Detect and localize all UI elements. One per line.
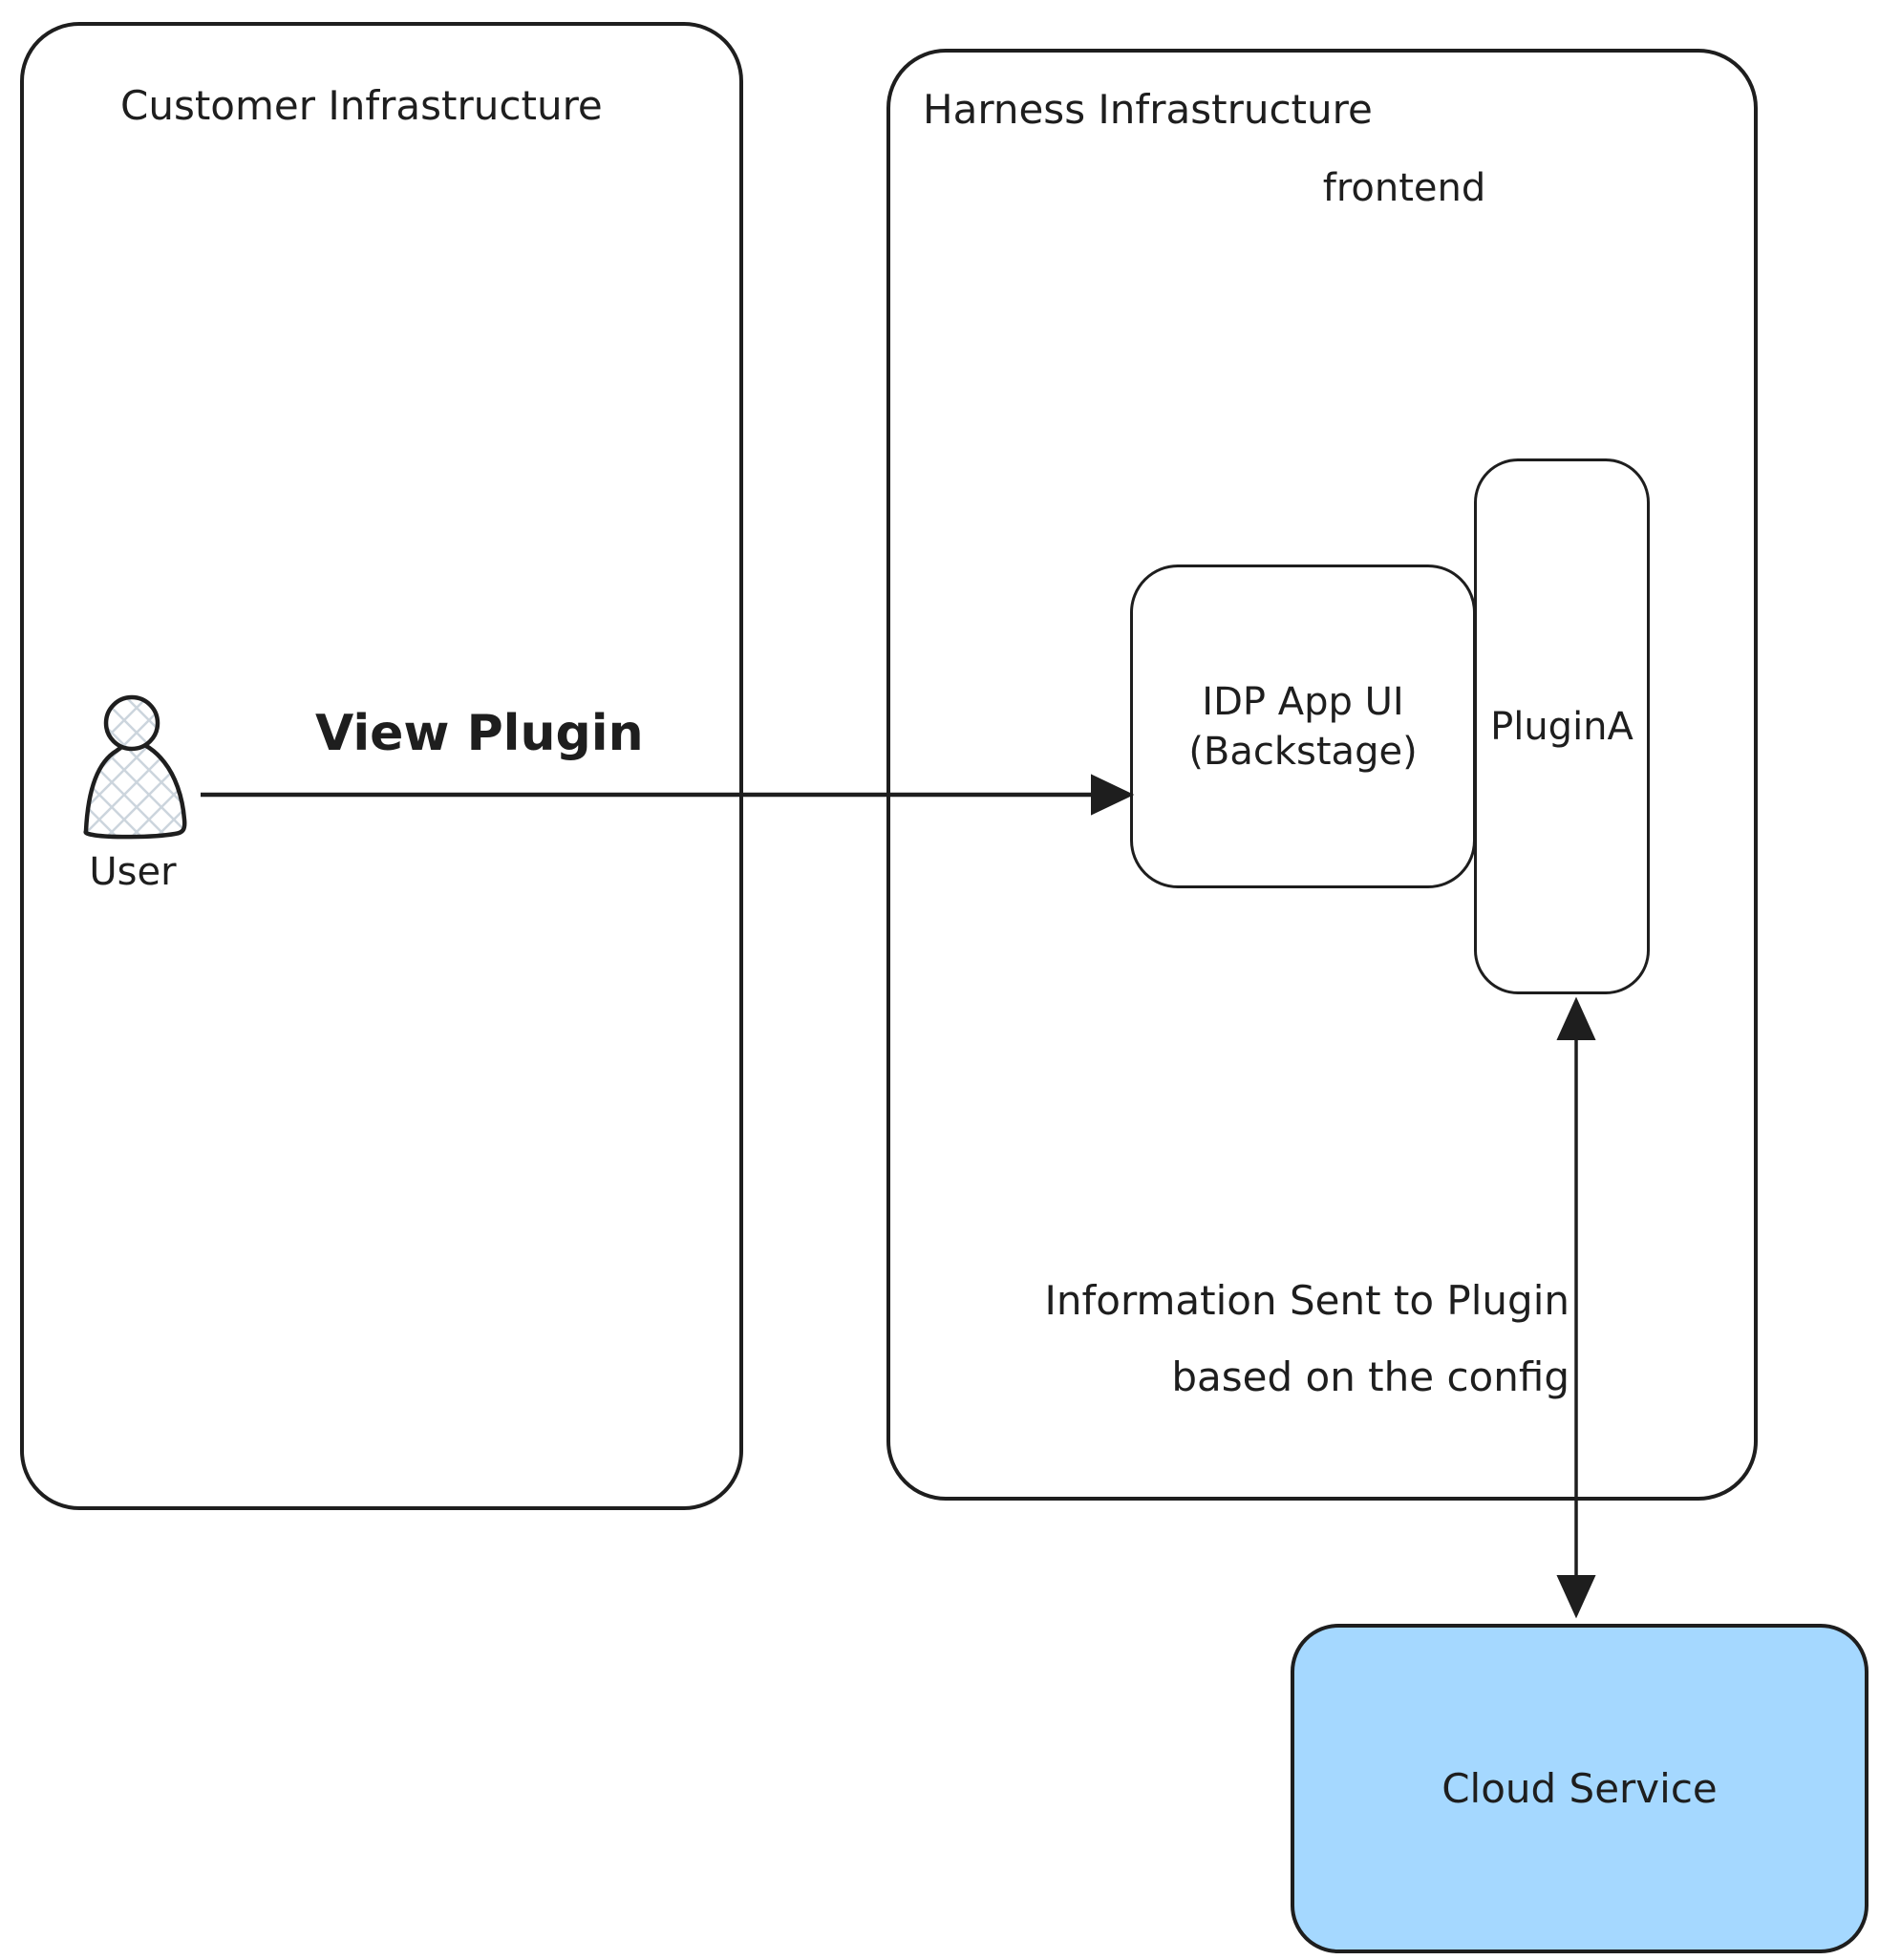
frontend-label: frontend <box>1322 166 1486 210</box>
arrow-down-head-icon <box>1556 1575 1596 1619</box>
plugin-a-label: PluginA <box>1490 704 1633 749</box>
cloud-service-label: Cloud Service <box>1441 1765 1718 1812</box>
idp-app-ui-label-line1: IDP App UI <box>1202 679 1404 724</box>
cloud-service-node: Cloud Service <box>1291 1624 1868 1953</box>
plugin-a-node: PluginA <box>1474 458 1650 994</box>
idp-app-ui-node: IDP App UI (Backstage) <box>1130 565 1476 888</box>
info-arrow-label-line2: based on the config <box>1171 1353 1569 1400</box>
customer-infrastructure-box <box>20 22 743 1510</box>
info-arrow-label-line1: Information Sent to Plugin <box>1044 1277 1570 1324</box>
view-plugin-arrow-label: View Plugin <box>315 705 644 762</box>
idp-app-ui-label-line2: (Backstage) <box>1188 729 1418 774</box>
info-arrow-label: Information Sent to Plugin based on the … <box>958 1263 1570 1416</box>
idp-app-ui-label: IDP App UI (Backstage) <box>1188 677 1417 777</box>
harness-infrastructure-title: Harness Infrastructure <box>923 86 1373 133</box>
user-label: User <box>89 850 177 894</box>
customer-infrastructure-title: Customer Infrastructure <box>120 82 603 129</box>
